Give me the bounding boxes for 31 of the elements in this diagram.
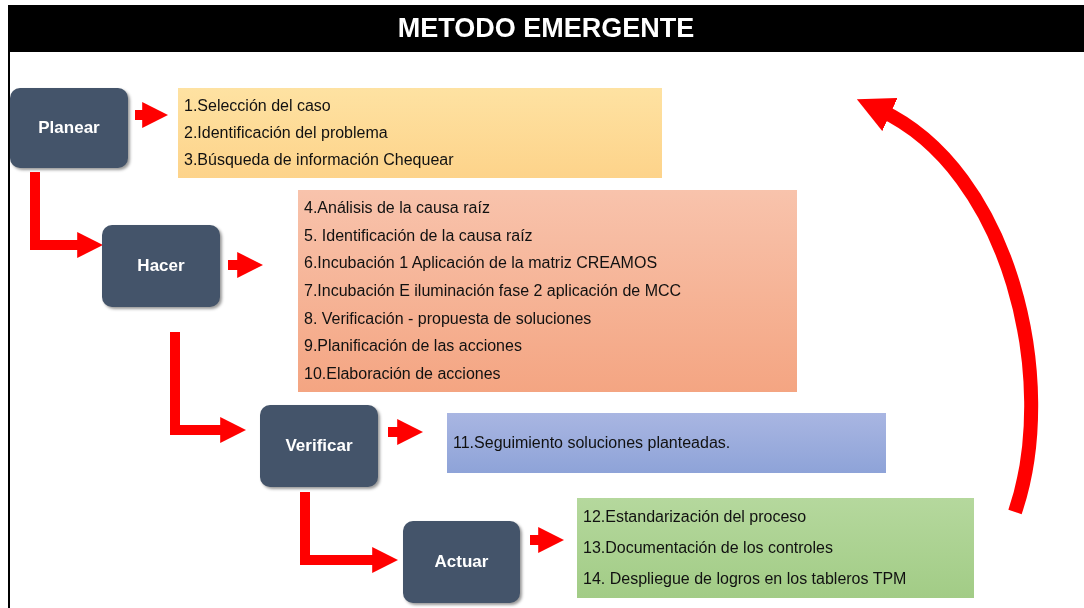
list-item: 10.Elaboración de acciones	[304, 365, 501, 384]
list-item: 1.Selección del caso	[184, 96, 331, 115]
arrow	[170, 332, 247, 443]
arrow	[300, 492, 399, 573]
list-item: 4.Análisis de la causa raíz	[304, 198, 490, 217]
arrow	[388, 419, 424, 445]
step-box: Actuar	[403, 521, 520, 603]
task-list-box	[577, 498, 974, 598]
list-item: 2.Identificación del problema	[184, 124, 388, 142]
step-box: Hacer	[102, 225, 220, 307]
arrow	[530, 527, 565, 553]
list-item: 12.Estandarización del proceso	[583, 508, 807, 527]
arrow	[135, 102, 169, 128]
list-item: 3.Búsqueda de información Chequear	[184, 151, 454, 170]
list-item: 5. Identificación de la causa raíz	[304, 226, 533, 245]
arrow	[30, 172, 104, 258]
step-box: Planear	[10, 88, 128, 168]
list-item: 11.Seguimiento soluciones planteadas.	[453, 434, 731, 452]
arrow	[228, 252, 264, 278]
task-list-box	[298, 190, 797, 392]
arrow	[858, 97, 1039, 514]
list-item: 14. Despliegue de logros en los tableros TPM	[583, 569, 907, 588]
task-list-box	[447, 413, 886, 473]
list-item: 13.Documentación de los controles	[583, 539, 833, 557]
step-box: Verificar	[260, 405, 378, 487]
list-item: 7.Incubación E iluminación fase 2 aplicación de MCC	[304, 281, 682, 300]
list-item: 9.Planificación de las acciones	[304, 337, 522, 356]
list-item: 6.Incubación 1 Aplicación de la matriz CREAMOS	[304, 254, 658, 273]
title-bar: METODO EMERGENTE	[8, 5, 1084, 52]
task-list-box	[178, 88, 662, 178]
list-item: 8. Verificación - propuesta de soluciones	[304, 309, 592, 328]
